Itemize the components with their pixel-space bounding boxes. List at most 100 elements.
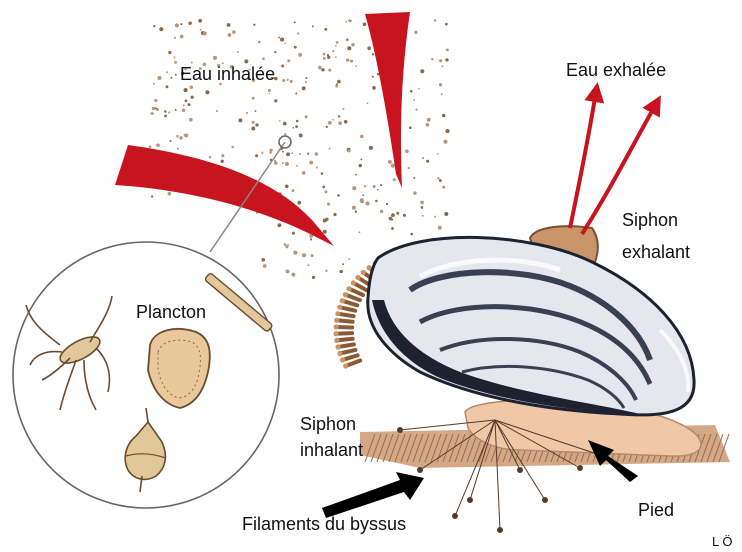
plankton-particle: [182, 109, 185, 112]
plankton-particle: [323, 230, 327, 234]
plankton-particle: [323, 57, 326, 60]
plankton-particle: [358, 231, 360, 233]
inhalant-pointer-arrow: [322, 472, 424, 518]
byssus-anchor-dot: [498, 528, 503, 533]
fringe-tentacle-tip: [340, 298, 345, 303]
plankton-particle: [391, 227, 394, 230]
plankton-particle: [377, 73, 380, 76]
plankton-particle: [255, 123, 258, 126]
plankton-particle: [445, 23, 448, 26]
plankton-particle: [340, 270, 343, 273]
plankton-particle: [281, 64, 284, 67]
plankton-particle: [332, 50, 334, 52]
plankton-particle: [286, 269, 290, 273]
plankton-particle: [298, 53, 302, 57]
plankton-particle: [364, 185, 366, 187]
plankton-particle: [337, 80, 341, 84]
plankton-particle: [156, 143, 160, 147]
plankton-particle: [294, 46, 297, 49]
byssus-anchor-dot: [468, 498, 473, 503]
plankton-particle: [421, 206, 424, 209]
plankton-particle: [360, 198, 364, 202]
byssus-anchor-dot: [398, 428, 403, 433]
plankton-particle: [296, 165, 298, 167]
plankton-particle: [174, 37, 176, 39]
plankton-particle: [312, 276, 315, 279]
plankton-particle: [344, 120, 348, 124]
signature-label: L Ö: [712, 534, 732, 549]
plankton-particle: [268, 89, 271, 92]
plankton-particle: [410, 233, 413, 236]
plankton-particle: [232, 30, 236, 34]
plankton-particle: [338, 121, 342, 125]
inhalant-siphon-label-line1: Siphon: [300, 414, 356, 434]
fringe-tentacle-tip: [343, 363, 348, 368]
plankton-particle: [328, 121, 332, 125]
plankton-particle: [360, 158, 362, 160]
inhalant-siphon-label-line2: inhalant: [300, 440, 363, 460]
plankton-particle: [183, 104, 185, 106]
fringe-tentacle-tip: [346, 286, 351, 291]
plankton-particle: [157, 76, 161, 80]
plankton-particle: [413, 99, 415, 101]
plankton-particle: [351, 43, 355, 47]
plankton-particle: [274, 99, 277, 102]
plankton-particle: [237, 51, 239, 53]
plankton-particle: [203, 32, 207, 36]
plankton-particle: [164, 110, 167, 113]
fringe-tentacle-tip: [337, 305, 342, 310]
plankton-particle: [168, 51, 171, 54]
plankton-label: Plancton: [136, 302, 206, 322]
plankton-particle: [251, 127, 255, 131]
foot-label: Pied: [638, 500, 674, 520]
plankton-particle: [414, 31, 417, 34]
plankton-particle: [355, 65, 357, 67]
plankton-particle: [441, 93, 443, 95]
plankton-particle: [159, 27, 163, 31]
plankton-particle: [305, 81, 307, 83]
plankton-particle: [326, 126, 328, 128]
plankton-particle: [439, 179, 442, 182]
plankton-particle: [311, 254, 314, 257]
plankton-particle: [420, 201, 424, 205]
plankton-particle: [318, 66, 322, 70]
plankton-particle: [307, 264, 309, 266]
plankton-particle: [295, 125, 298, 128]
plankton-particle: [348, 19, 351, 22]
plankton-particle: [149, 145, 152, 148]
plankton-particle: [388, 160, 392, 164]
plankton-particle: [166, 71, 168, 73]
plankton-particle: [443, 140, 447, 144]
fringe-tentacle-tip: [336, 344, 341, 349]
exhaled-water-label: Eau exhalée: [566, 60, 666, 80]
inhaled-water-arrow-top: [365, 12, 410, 188]
plankton-particle: [292, 232, 295, 235]
plankton-particle: [362, 194, 364, 196]
plankton-particle: [231, 146, 233, 148]
fringe-tentacle-tip: [334, 331, 339, 336]
plankton-particle: [310, 238, 312, 240]
plankton-particle: [174, 61, 177, 64]
plankton-particle: [335, 45, 337, 47]
plankton-particle: [307, 153, 309, 155]
plankton-particle: [434, 216, 436, 218]
plankton-particle: [152, 107, 155, 110]
plankton-particle: [261, 152, 263, 154]
fringe-tentacle-tip: [343, 292, 348, 297]
plankton-particle: [297, 32, 299, 34]
plankton-particle: [325, 218, 328, 221]
plankton-particle: [346, 58, 349, 61]
plankton-particle: [209, 156, 211, 158]
plankton-particle: [262, 258, 266, 262]
plankton-particle: [380, 184, 382, 186]
plankton-particle: [179, 136, 183, 140]
plankton-particle: [422, 215, 424, 217]
plankton-particle: [403, 214, 406, 217]
byssus-threads-label: Filaments du byssus: [242, 514, 406, 534]
plankton-particle: [325, 270, 327, 272]
plankton-particle: [299, 153, 301, 155]
plankton-particle: [442, 186, 445, 189]
plankton-particle: [151, 195, 153, 197]
plankton-particle: [321, 172, 324, 175]
exhalant-siphon-label-line2: exhalant: [622, 242, 690, 262]
